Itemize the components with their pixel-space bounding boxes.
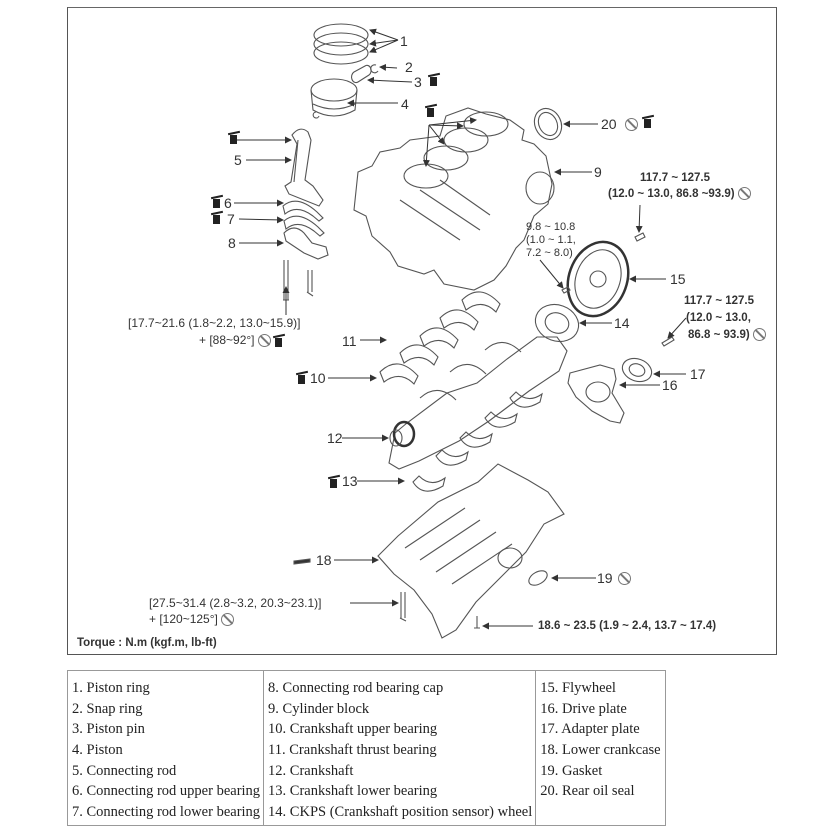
callout-14: 14 [614,315,630,331]
diagram-frame [67,7,777,655]
part-item: 19. Gasket [540,762,603,779]
part-item: 14. CKPS (Crankshaft position sensor) wh… [268,804,533,821]
part-item: 6. Connecting rod upper bearing [72,783,261,800]
callout-15: 15 [670,271,686,287]
torque-drive-plate-line2: (12.0 ~ 13.0, [686,312,751,324]
callout-20: 20 [601,116,617,132]
parts-legend-table: 1. Piston ring 2. Snap ring 3. Piston pi… [66,670,666,826]
callout-7: 7 [227,211,235,227]
part-item: 18. Lower crankcase [540,742,661,759]
torque-lower-crankcase: 18.6 ~ 23.5 (1.9 ~ 2.4, 13.7 ~ 17.4) [538,620,717,632]
callout-18: 18 [316,552,332,568]
callout-11: 11 [342,333,357,349]
callout-12: 12 [327,430,343,446]
torque-main-bearing-line2: + [120~125°] [149,612,234,627]
part-item: 12. Crankshaft [268,762,354,779]
part-item: 20. Rear oil seal [540,783,635,800]
frame-top-gap [738,0,778,7]
torque-drive-plate-line3: 86.8 ~ 93.9) [688,328,766,342]
part-item: 1. Piston ring [72,680,150,696]
part-item: 15. Flywheel [540,680,616,696]
part-item: 17. Adapter plate [540,721,640,738]
part-item: 3. Piston pin [72,721,145,738]
callout-4: 4 [401,96,409,112]
prohibition-circle-icon [752,328,766,342]
callout-9: 9 [594,164,602,180]
cylinder-block [353,107,555,291]
callout-2: 2 [405,59,413,75]
prohibition-circle-icon [220,613,234,627]
torque-flywheel-line2: (12.0 ~ 13.0, 86.8 ~93.9) [608,187,751,201]
lower-crankcase [377,463,565,639]
piston-rings [313,23,369,65]
torque-conrod-line2: + [88~92°] [199,333,284,348]
part-item: 4. Piston [72,742,123,759]
prohibition-circle-icon [257,334,271,348]
part-item: 2. Snap ring [72,700,143,717]
callout-3: 3 [414,74,422,90]
oil-can-icon [643,116,653,128]
torque-unit-label: Torque : N.m (kgf.m, lb-ft) [77,637,217,649]
oil-can-icon [274,335,284,347]
callout-6: 6 [224,195,232,211]
parts-column-1: 1. Piston ring 2. Snap ring 3. Piston pi… [66,670,265,826]
parts-column-2: 8. Connecting rod bearing cap 9. Cylinde… [263,670,537,826]
torque-ckps-line2: (1.0 ~ 1.1, [526,234,576,246]
part-item: 16. Drive plate [540,700,627,717]
part-item: 8. Connecting rod bearing cap [268,680,444,696]
part-item: 11. Crankshaft thrust bearing [268,742,437,759]
part-item: 13. Crankshaft lower bearing [268,783,438,800]
part-item: 5. Connecting rod [72,762,177,779]
flywheel [566,240,630,318]
crankshaft [388,336,568,470]
torque-flywheel-line1: 117.7 ~ 127.5 [640,172,711,184]
oil-can-icon [426,105,436,117]
callout-17: 17 [690,366,706,382]
torque-conrod-line1: [17.7~21.6 (1.8~2.2, 13.0~15.9)] [128,316,301,330]
callout-19: 19 [597,570,613,586]
part-item: 7. Connecting rod lower bearing [72,804,261,821]
torque-ckps-line3: 7.2 ~ 8.0) [526,247,573,259]
prohibition-circle-icon [625,118,638,131]
callout-5: 5 [234,152,242,168]
part-item: 9. Cylinder block [268,700,370,717]
torque-drive-plate-line1: 117.7 ~ 127.5 [684,295,755,307]
callout-16: 16 [662,377,678,393]
part-item: 10. Crankshaft upper bearing [268,721,438,738]
prohibition-circle-icon [737,187,751,201]
piston [310,78,358,117]
main-bearings [379,291,543,492]
oil-can-icon [212,196,222,208]
oil-can-icon [212,212,222,224]
parts-column-3: 15. Flywheel 16. Drive plate 17. Adapter… [535,670,666,826]
callout-8: 8 [228,235,236,251]
torque-ckps-line1: 9.8 ~ 10.8 [526,221,576,233]
oil-can-icon [297,372,307,384]
prohibition-circle-icon [618,572,631,585]
part-item [540,802,660,823]
callout-13: 13 [342,473,358,489]
callout-10: 10 [310,370,326,386]
callout-1: 1 [400,33,408,49]
connecting-rod [284,128,324,207]
oil-can-icon [229,132,239,144]
oil-can-icon [329,476,339,488]
drive-plate [567,364,625,424]
torque-main-bearing-line1: [27.5~31.4 (2.8~3.2, 20.3~23.1)] [149,596,322,610]
oil-can-icon [429,74,439,86]
